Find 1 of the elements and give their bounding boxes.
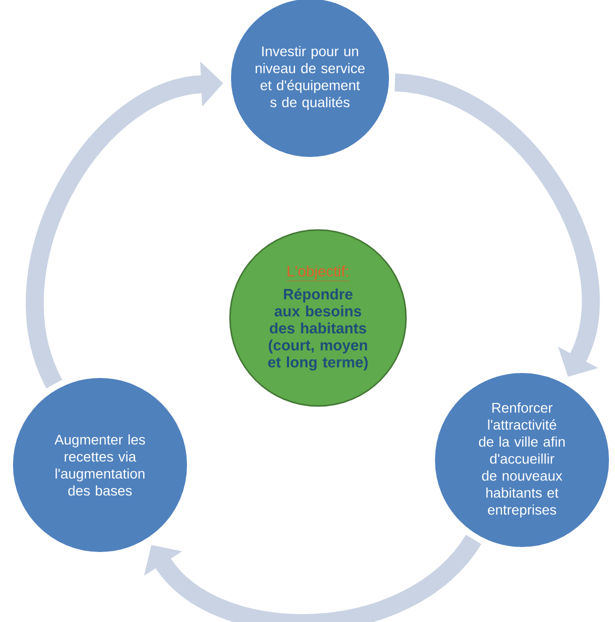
curved-arrow [144, 534, 481, 622]
